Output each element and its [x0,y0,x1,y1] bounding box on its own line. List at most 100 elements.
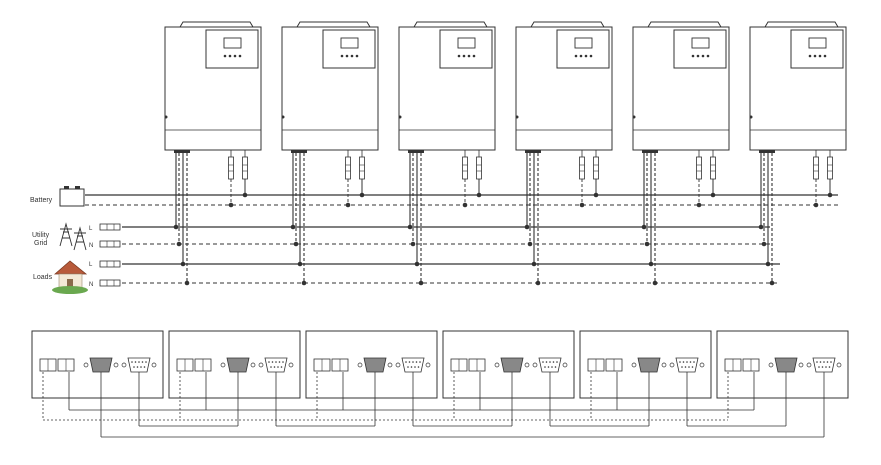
db9-port-icon [538,357,562,373]
port-pin [686,361,688,363]
port-pin [138,361,140,363]
port-pin [270,366,272,368]
port-pin [271,361,274,363]
comm-panel [31,330,164,426]
junction-dot [293,241,299,247]
communication-wiring [43,372,825,438]
port-pin [277,366,279,368]
port-pin [554,366,557,368]
breaker-icon [242,156,248,180]
port-pin [140,366,142,368]
utility-label: Utility [32,232,50,239]
port-pin [682,361,685,363]
terminal-block-icon [99,279,121,287]
port-pin [405,361,407,363]
inverter-body [164,26,262,151]
communication-panels [31,330,849,426]
port-pin [693,361,695,363]
port-screw [258,362,264,368]
lcd-screen [340,37,359,49]
inverter-handle [179,21,254,28]
terminal-block-icon [99,223,121,231]
display-panel [790,29,844,69]
port-screw [425,362,431,368]
breaker-icon [462,156,468,180]
terminal-block-icon [174,150,190,153]
lcd-screen [223,37,242,49]
port-pin [544,366,546,368]
db9-port-icon [363,357,387,373]
port-pin [549,361,551,363]
comm-panel [305,330,438,426]
breaker-icon [579,156,585,180]
load-neutral-label: N [89,282,93,288]
port-screw [151,362,157,368]
panel-button [340,54,344,58]
battery-terminal [75,186,80,189]
panel-button [706,54,710,58]
display-panel [439,29,493,69]
port-screw [631,362,637,368]
port-pin [282,361,284,363]
legend-icons [52,186,121,294]
panel-button [457,54,461,58]
loads-label: Loads [33,274,53,281]
port-screw [113,362,119,368]
port-pin [684,366,687,368]
panel-button [472,54,476,58]
port-pin [819,361,822,363]
port-pin [688,366,690,368]
port-screw [524,362,530,368]
junction-dot [418,280,424,286]
inverter-handle [296,21,371,28]
panel-button [584,54,588,58]
panel-button [823,54,827,58]
load-line-label: L [89,262,93,268]
port-screw [836,362,842,368]
port-pin [419,361,421,363]
breaker-icon [593,156,599,180]
terminal-block-icon [759,150,775,153]
db9-port-icon [637,357,661,373]
breaker-icon [359,156,365,180]
inverter-unit [749,21,847,286]
inverter-body [398,26,496,151]
house-door [67,279,73,288]
terminal-block-icon [99,260,121,268]
port-pin [826,361,829,363]
inverter-screw [632,115,636,119]
port-screw [532,362,538,368]
power-tower-icon [59,222,73,247]
port-pin [143,366,146,368]
inverter-units [164,21,847,286]
db9-port-icon [774,357,798,373]
port-screw [494,362,500,368]
breaker-icon [827,156,833,180]
db9-port-icon [89,357,113,373]
port-screw [699,362,705,368]
breaker-icon [696,156,702,180]
junction-dot [769,280,775,286]
panel-button [238,54,242,58]
inverter-unit [398,21,496,286]
port-screw [768,362,774,368]
breaker-icon [345,156,351,180]
panel-button [355,54,359,58]
db9-port-icon [500,357,524,373]
port-pin [414,366,416,368]
port-pin [268,361,270,363]
inverter-unit [164,21,262,286]
port-pin [417,366,420,368]
inverter-handle [764,21,839,28]
junction-dot [228,202,234,208]
port-pin [136,366,139,368]
lcd-screen [457,37,476,49]
terminal-block-icon [525,150,541,153]
db9-port-icon [264,357,288,373]
inverter-unit [281,21,379,286]
panel-button [574,54,578,58]
terminal-block-icon [642,150,658,153]
port-screw [661,362,667,368]
port-pin [816,361,818,363]
panel-button [233,54,237,58]
